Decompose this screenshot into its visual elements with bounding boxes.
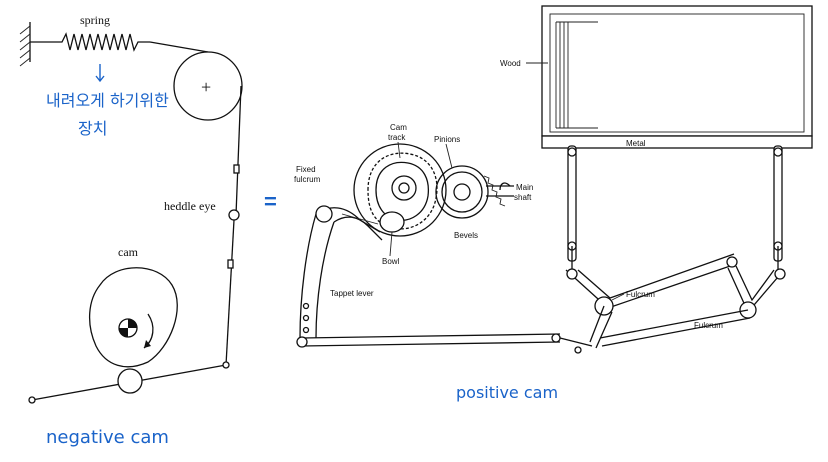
cam-profile: [88, 267, 178, 368]
wall-anchor: [19, 22, 31, 67]
fixed-fulcrum-label-2: fulcrum: [294, 175, 321, 184]
annotation-korean-line1: 내려오게 하기위한: [46, 91, 169, 110]
connecting-rod-right: [599, 309, 751, 347]
fulcrum-right-label: Fulcrum: [626, 290, 655, 299]
frame-links-left: [567, 145, 577, 270]
annotation-korean-line2: 장치: [78, 119, 107, 138]
cam-track-label-1: Cam: [390, 123, 407, 132]
tappet-lever-label: Tappet lever: [330, 289, 374, 298]
main-shaft: [486, 182, 514, 197]
heald-frame-wood: [541, 5, 813, 137]
positive-cam-caption: positive cam: [456, 383, 558, 402]
connecting-rod-lower: [296, 333, 593, 354]
heddle-eye-label: heddle eye: [164, 199, 216, 213]
wood-label: Wood: [500, 59, 521, 68]
cam-track-label-2: track: [388, 133, 406, 142]
heddle-eye: [228, 209, 240, 221]
pulley: [173, 51, 243, 121]
spring-label: spring: [80, 13, 110, 27]
negative-cam-caption: negative cam: [46, 427, 169, 448]
bell-crank-left: [565, 253, 738, 349]
negative-cam-diagram: spring + heddle eye cam 내려오게 하기: [19, 13, 243, 448]
cam-label: cam: [118, 245, 139, 259]
cam-shaft-icon: [118, 318, 138, 338]
treadle-bowl: [117, 368, 143, 394]
equals-symbol: =: [264, 189, 277, 214]
main-shaft-label-1: Main: [516, 183, 533, 192]
tappet-lever: [299, 205, 383, 339]
fixed-fulcrum-label-1: Fixed: [296, 165, 316, 174]
bowl-label: Bowl: [382, 257, 400, 266]
heald-frame-metal: [541, 135, 813, 149]
main-shaft-label-2: shaft: [514, 193, 532, 202]
bevels-label: Bevels: [454, 231, 478, 240]
pinions-label: Pinions: [434, 135, 460, 144]
spring-coil: [30, 32, 150, 52]
cam-disc: [341, 143, 447, 237]
pinion-gear: [435, 165, 506, 219]
bell-crank-right: [727, 265, 786, 319]
frame-links-right: [773, 145, 783, 270]
metal-label: Metal: [626, 139, 646, 148]
pulley-axle-symbol: +: [201, 77, 211, 97]
positive-cam-diagram: Wood Metal Fulcrum: [294, 5, 813, 402]
